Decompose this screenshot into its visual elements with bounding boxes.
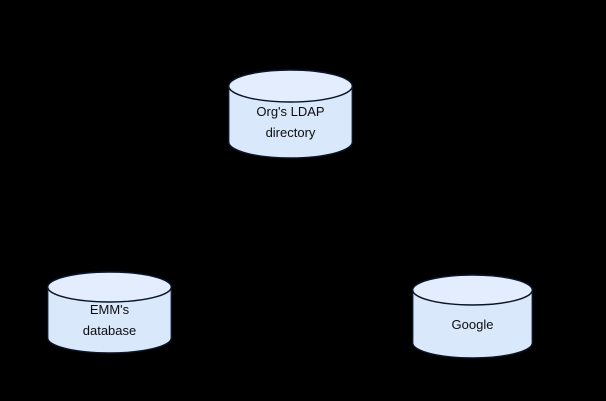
cylinder-shape-emms-database bbox=[47, 271, 172, 354]
cylinder-shape-google bbox=[412, 274, 533, 359]
database-node-google[interactable]: Google bbox=[412, 274, 533, 359]
database-node-emms-database[interactable]: EMM's database bbox=[47, 271, 172, 354]
database-node-orgs-ldap-directory[interactable]: Org's LDAP directory bbox=[228, 69, 353, 159]
cylinder-shape-orgs-ldap-directory bbox=[228, 69, 353, 159]
